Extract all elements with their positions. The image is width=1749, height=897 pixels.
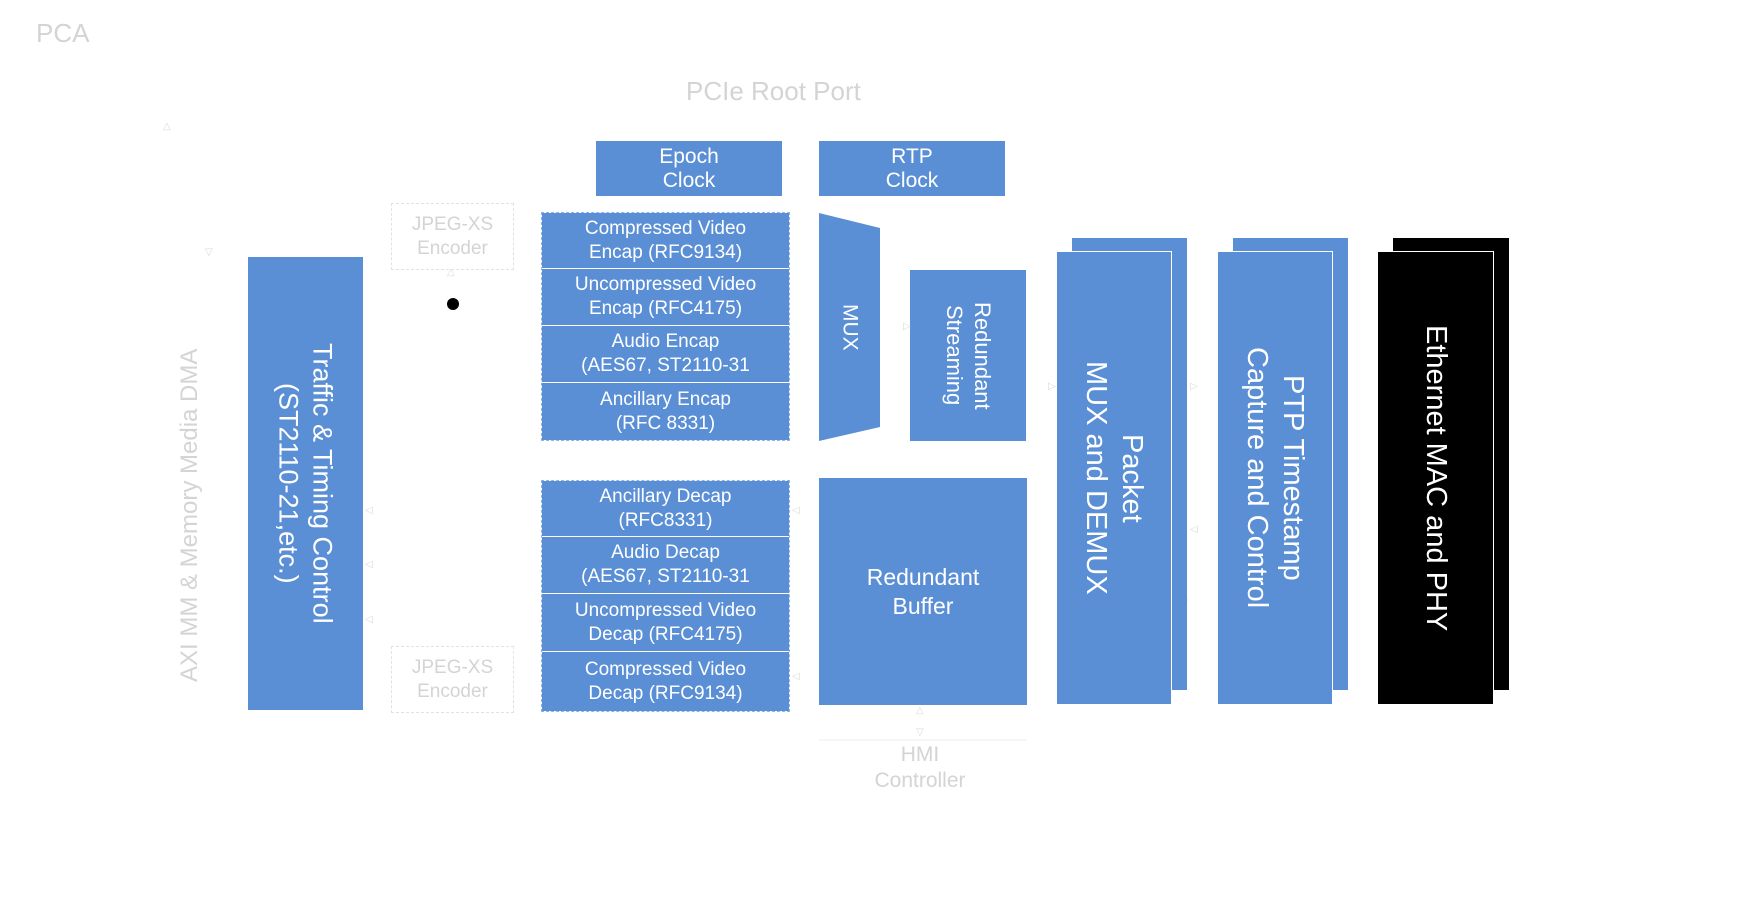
arrow-marker: ▽ xyxy=(916,727,924,738)
traffic-timing-control-block: Traffic & Timing Control (ST2110-21,etc.… xyxy=(248,257,363,710)
arrow-marker: △ xyxy=(447,267,455,278)
ancillary-decap: Ancillary Decap(RFC8331) xyxy=(542,481,789,537)
arrow-marker: ▷ xyxy=(903,321,911,332)
corner-label: PCA xyxy=(36,18,90,48)
arrow-marker: △ xyxy=(916,705,924,716)
pcie-root-port-title: PCIe Root Port xyxy=(686,76,861,106)
arrow-marker: ◁ xyxy=(792,671,800,682)
ptp-timestamp-block: PTP Timestamp Capture and Control xyxy=(1218,251,1333,704)
arrow-marker: ◁ xyxy=(365,505,373,516)
ethernet-mac-phy-block: Ethernet MAC and PHY xyxy=(1378,251,1494,704)
mux-label: MUX xyxy=(838,304,862,351)
arrow-marker: ◁ xyxy=(365,614,373,625)
packet-mux-demux-block: Packet MUX and DEMUX xyxy=(1057,251,1172,704)
redundant-streaming-block: Redundant Streaming xyxy=(910,270,1026,441)
audio-decap: Audio Decap(AES67, ST2110-31 xyxy=(542,537,789,594)
arrow-marker: ▷ xyxy=(1048,381,1056,392)
arrow-marker: ◁ xyxy=(365,559,373,570)
arrow-marker: ▷ xyxy=(1190,381,1198,392)
mux-shape xyxy=(819,213,880,441)
audio-encap: Audio Encap(AES67, ST2110-31 xyxy=(542,326,789,383)
ancillary-encap: Ancillary Encap(RFC 8331) xyxy=(600,388,731,434)
arrow-marker: △ xyxy=(163,121,171,132)
junction-dot xyxy=(447,298,459,310)
arrow-marker: ◁ xyxy=(1190,524,1198,535)
arrow-marker: ◁ xyxy=(792,505,800,516)
arrow-marker: ▽ xyxy=(205,247,213,258)
decap-stack: Ancillary Decap(RFC8331) Audio Decap(AES… xyxy=(541,480,790,712)
